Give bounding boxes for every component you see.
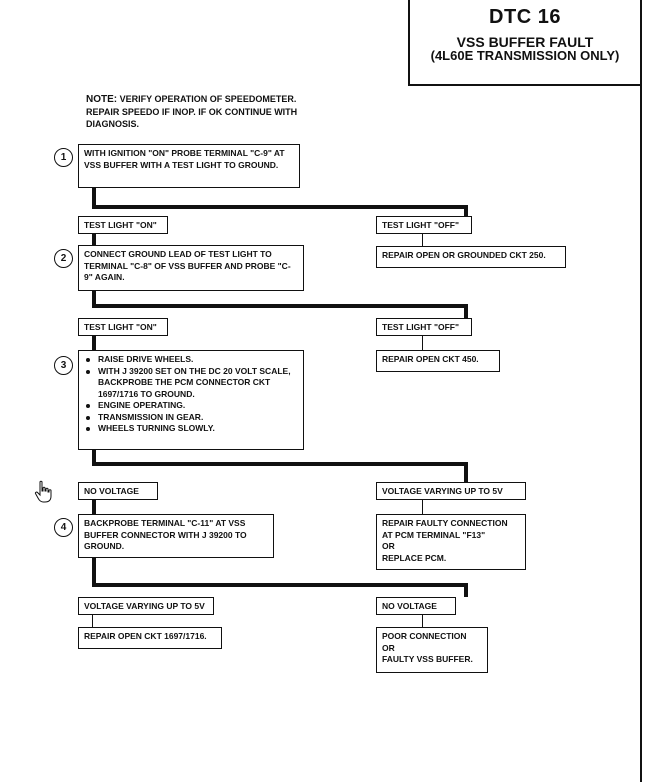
step-3-number: 3 bbox=[54, 356, 73, 375]
result-4-right-action: POOR CONNECTION OR FAULTY VSS BUFFER. bbox=[376, 627, 488, 673]
action-line: REPLACE PCM. bbox=[382, 552, 447, 563]
note-label: NOTE: bbox=[86, 94, 118, 105]
connector-line bbox=[464, 462, 468, 482]
hand-pointer-icon bbox=[34, 480, 52, 503]
action-line: POOR CONNECTION bbox=[382, 631, 467, 641]
connector-line bbox=[92, 205, 468, 209]
connector-line bbox=[422, 234, 423, 246]
fault-title: VSS BUFFER FAULT bbox=[456, 34, 594, 50]
note: NOTE: VERIFY OPERATION OF SPEEDOMETER. R… bbox=[86, 93, 326, 130]
result-3-right-action: REPAIR FAULTY CONNECTION AT PCM TERMINAL… bbox=[376, 514, 526, 570]
action-line: FAULTY VSS BUFFER. bbox=[382, 654, 473, 664]
action-line: OR bbox=[382, 642, 395, 653]
fault-subtitle: (4L60E TRANSMISSION ONLY) bbox=[430, 48, 620, 63]
step-3-bullet: TRANSMISSION IN GEAR. bbox=[84, 412, 298, 424]
result-1-right: TEST LIGHT "OFF" bbox=[376, 216, 472, 234]
result-4-left: VOLTAGE VARYING UP TO 5V bbox=[78, 597, 214, 615]
result-1-left: TEST LIGHT "ON" bbox=[78, 216, 168, 234]
result-1-right-action: REPAIR OPEN OR GROUNDED CKT 250. bbox=[376, 246, 566, 268]
connector-line bbox=[92, 304, 468, 308]
action-line: REPAIR FAULTY CONNECTION bbox=[382, 518, 508, 528]
connector-line bbox=[464, 583, 468, 597]
step-3-list: RAISE DRIVE WHEELS. WITH J 39200 SET ON … bbox=[84, 354, 298, 435]
connector-line bbox=[92, 336, 96, 350]
connector-line bbox=[464, 205, 468, 217]
step-4-box: BACKPROBE TERMINAL "C-11" AT VSS BUFFER … bbox=[78, 514, 274, 558]
connector-line bbox=[464, 304, 468, 318]
connector-line bbox=[422, 615, 423, 627]
action-line: AT PCM TERMINAL "F13" bbox=[382, 529, 486, 540]
result-3-right: VOLTAGE VARYING UP TO 5V bbox=[376, 482, 526, 500]
result-2-right: TEST LIGHT "OFF" bbox=[376, 318, 472, 336]
connector-line bbox=[92, 234, 96, 246]
action-line: OR bbox=[382, 541, 395, 551]
result-2-left: TEST LIGHT "ON" bbox=[78, 318, 168, 336]
step-4-number: 4 bbox=[54, 518, 73, 537]
dtc-code: DTC 16 bbox=[489, 6, 561, 28]
connector-line bbox=[92, 583, 468, 587]
step-1-box: WITH IGNITION "ON" PROBE TERMINAL "C-9" … bbox=[78, 144, 300, 188]
note-text: VERIFY OPERATION OF SPEEDOMETER. REPAIR … bbox=[86, 94, 298, 129]
result-2-right-action: REPAIR OPEN CKT 450. bbox=[376, 350, 500, 372]
step-3-bullet: WHEELS TURNING SLOWLY. bbox=[84, 423, 298, 435]
connector-line bbox=[92, 615, 93, 627]
title-block: DTC 16 VSS BUFFER FAULT (4L60E TRANSMISS… bbox=[408, 0, 642, 86]
step-2-number: 2 bbox=[54, 249, 73, 268]
step-2-box: CONNECT GROUND LEAD OF TEST LIGHT TO TER… bbox=[78, 245, 304, 291]
connector-line bbox=[92, 558, 96, 586]
connector-line bbox=[92, 462, 468, 466]
step-3-bullet: WITH J 39200 SET ON THE DC 20 VOLT SCALE… bbox=[84, 366, 298, 401]
connector-line bbox=[92, 188, 96, 208]
connector-line bbox=[92, 450, 96, 466]
page-border bbox=[640, 0, 642, 782]
step-3-box: RAISE DRIVE WHEELS. WITH J 39200 SET ON … bbox=[78, 350, 304, 450]
step-3-bullet: RAISE DRIVE WHEELS. bbox=[84, 354, 298, 366]
connector-line bbox=[422, 500, 423, 514]
result-4-right: NO VOLTAGE bbox=[376, 597, 456, 615]
step-1-number: 1 bbox=[54, 148, 73, 167]
connector-line bbox=[422, 336, 423, 350]
step-3-bullet: ENGINE OPERATING. bbox=[84, 400, 298, 412]
result-4-left-action: REPAIR OPEN CKT 1697/1716. bbox=[78, 627, 222, 649]
connector-line bbox=[92, 291, 96, 307]
connector-line bbox=[92, 500, 96, 514]
result-3-left: NO VOLTAGE bbox=[78, 482, 158, 500]
